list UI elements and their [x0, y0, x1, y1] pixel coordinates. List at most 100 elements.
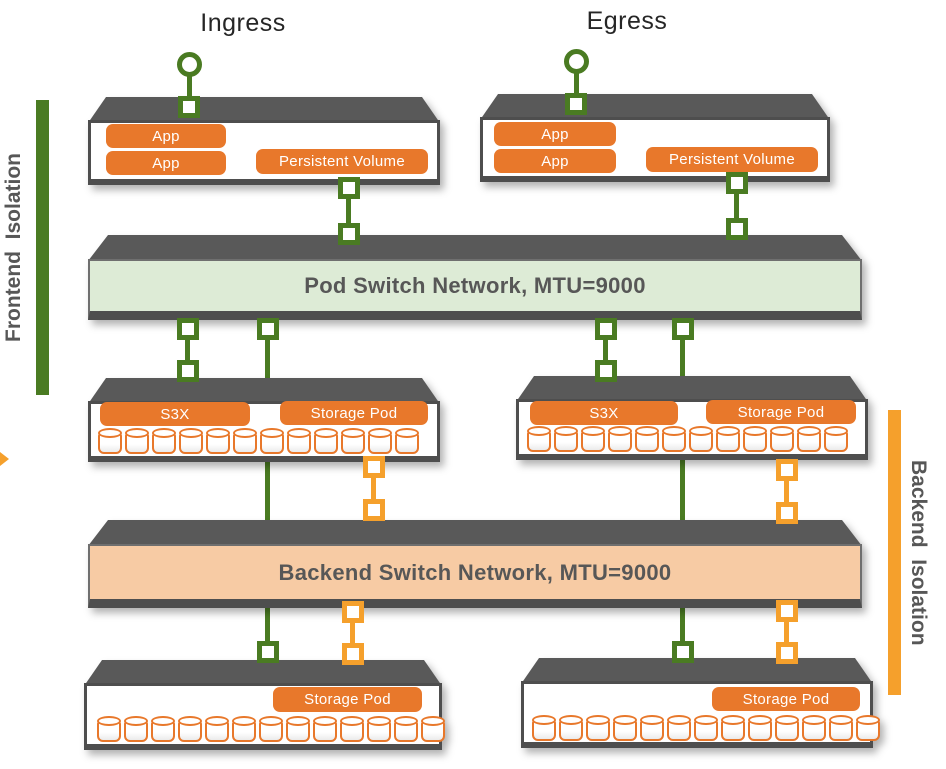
disk-icon — [613, 715, 637, 741]
disk-icon — [232, 716, 256, 742]
lower-storage-port-icon — [776, 642, 798, 664]
disk-icon — [775, 715, 799, 741]
disk-icon — [635, 426, 659, 452]
disk-icon — [559, 715, 583, 741]
disk-icon — [233, 428, 257, 454]
app-server-ingress: App App Persistent Volume — [88, 97, 440, 185]
disk-icon — [286, 716, 310, 742]
disk-icon — [394, 716, 418, 742]
storage-uplink-port-icon — [595, 360, 617, 382]
disk-row — [97, 716, 445, 742]
disk-icon — [743, 426, 767, 452]
disk-icon — [367, 716, 391, 742]
disk-icon — [721, 715, 745, 741]
pod-switch-downlink-port-icon — [595, 318, 617, 340]
disk-row — [527, 426, 848, 452]
storage-server-lower-left: Storage Pod — [84, 660, 445, 750]
pv-port-icon — [338, 177, 360, 199]
disk-icon — [205, 716, 229, 742]
s3x-badge: S3X — [530, 401, 678, 425]
edge-arrow-icon — [0, 452, 9, 466]
pv-link-line — [346, 197, 351, 226]
app-badge: App — [494, 149, 616, 173]
backend-switch-network-band: Backend Switch Network, MTU=9000 — [88, 520, 862, 608]
app-badge: App — [494, 122, 616, 146]
storage-pod-badge: Storage Pod — [273, 687, 422, 712]
disk-icon — [152, 428, 176, 454]
pv-link-line — [734, 192, 739, 221]
disk-icon — [581, 426, 605, 452]
disk-icon — [770, 426, 794, 452]
disk-icon — [340, 716, 364, 742]
lower-storage-frontend-port-icon — [672, 641, 694, 663]
backend-switch-downlink-port-icon — [342, 601, 364, 623]
disk-icon — [802, 715, 826, 741]
disk-icon — [313, 716, 337, 742]
disk-icon — [151, 716, 175, 742]
storage-server-upper-left: S3X Storage Pod — [88, 378, 440, 462]
pod-switch-downlink-port-icon — [177, 318, 199, 340]
disk-icon — [856, 715, 880, 741]
disk-icon — [824, 426, 848, 452]
disk-icon — [287, 428, 311, 454]
egress-title: Egress — [586, 7, 668, 35]
chassis-top-face — [88, 97, 440, 123]
storage-backend-link-line — [784, 479, 789, 506]
storage-backend-port-icon — [776, 459, 798, 481]
disk-icon — [748, 715, 772, 741]
egress-endpoint-circle-icon — [564, 49, 589, 74]
lower-storage-port-icon — [342, 643, 364, 665]
lower-storage-frontend-port-icon — [257, 641, 279, 663]
frontend-isolation-bar — [36, 100, 49, 395]
frontend-long-link-line-left — [265, 329, 270, 652]
frontend-long-link-line-right — [680, 329, 685, 652]
disk-icon — [178, 716, 202, 742]
disk-icon — [395, 428, 419, 454]
storage-backend-link-line — [371, 476, 376, 503]
app-server-egress: App App Persistent Volume — [480, 94, 830, 182]
disk-icon — [694, 715, 718, 741]
disk-icon — [797, 426, 821, 452]
disk-icon — [206, 428, 230, 454]
backend-storage-link-line — [350, 621, 355, 647]
disk-icon — [667, 715, 691, 741]
egress-port-icon — [565, 93, 587, 115]
pod-switch-uplink-port-icon — [338, 223, 360, 245]
disk-icon — [179, 428, 203, 454]
app-badge: App — [106, 124, 226, 148]
disk-icon — [421, 716, 445, 742]
storage-backend-port-icon — [363, 456, 385, 478]
storage-server-lower-right: Storage Pod — [521, 658, 880, 748]
disk-icon — [260, 428, 284, 454]
backend-switch-uplink-port-icon — [363, 499, 385, 521]
chassis-top-face — [84, 660, 442, 686]
backend-switch-uplink-port-icon — [776, 502, 798, 524]
disk-icon — [97, 716, 121, 742]
ingress-title: Ingress — [200, 9, 286, 37]
disk-icon — [554, 426, 578, 452]
ingress-port-icon — [178, 96, 200, 118]
storage-pod-badge: Storage Pod — [280, 401, 428, 425]
disk-icon — [259, 716, 283, 742]
pod-switch-downlink-port-icon — [672, 318, 694, 340]
frontend-isolation-label: Frontend Isolation — [2, 153, 25, 342]
disk-icon — [640, 715, 664, 741]
disk-icon — [689, 426, 713, 452]
pod-storage-link-line — [603, 338, 608, 366]
disk-icon — [125, 428, 149, 454]
pod-switch-network-band: Pod Switch Network, MTU=9000 — [88, 235, 862, 320]
ingress-link-line — [187, 75, 192, 100]
storage-pod-badge: Storage Pod — [712, 687, 860, 711]
backend-isolation-bar — [888, 410, 901, 695]
storage-pod-badge: Storage Pod — [706, 400, 856, 424]
backend-isolation-label: Backend Isolation — [907, 459, 930, 646]
s3x-badge: S3X — [100, 402, 250, 426]
pod-switch-network-label: Pod Switch Network, MTU=9000 — [304, 273, 646, 298]
backend-storage-link-line — [784, 620, 789, 646]
disk-row — [532, 715, 880, 741]
disk-icon — [586, 715, 610, 741]
pod-switch-downlink-port-icon — [257, 318, 279, 340]
disk-icon — [124, 716, 148, 742]
ingress-endpoint-circle-icon — [177, 52, 202, 77]
